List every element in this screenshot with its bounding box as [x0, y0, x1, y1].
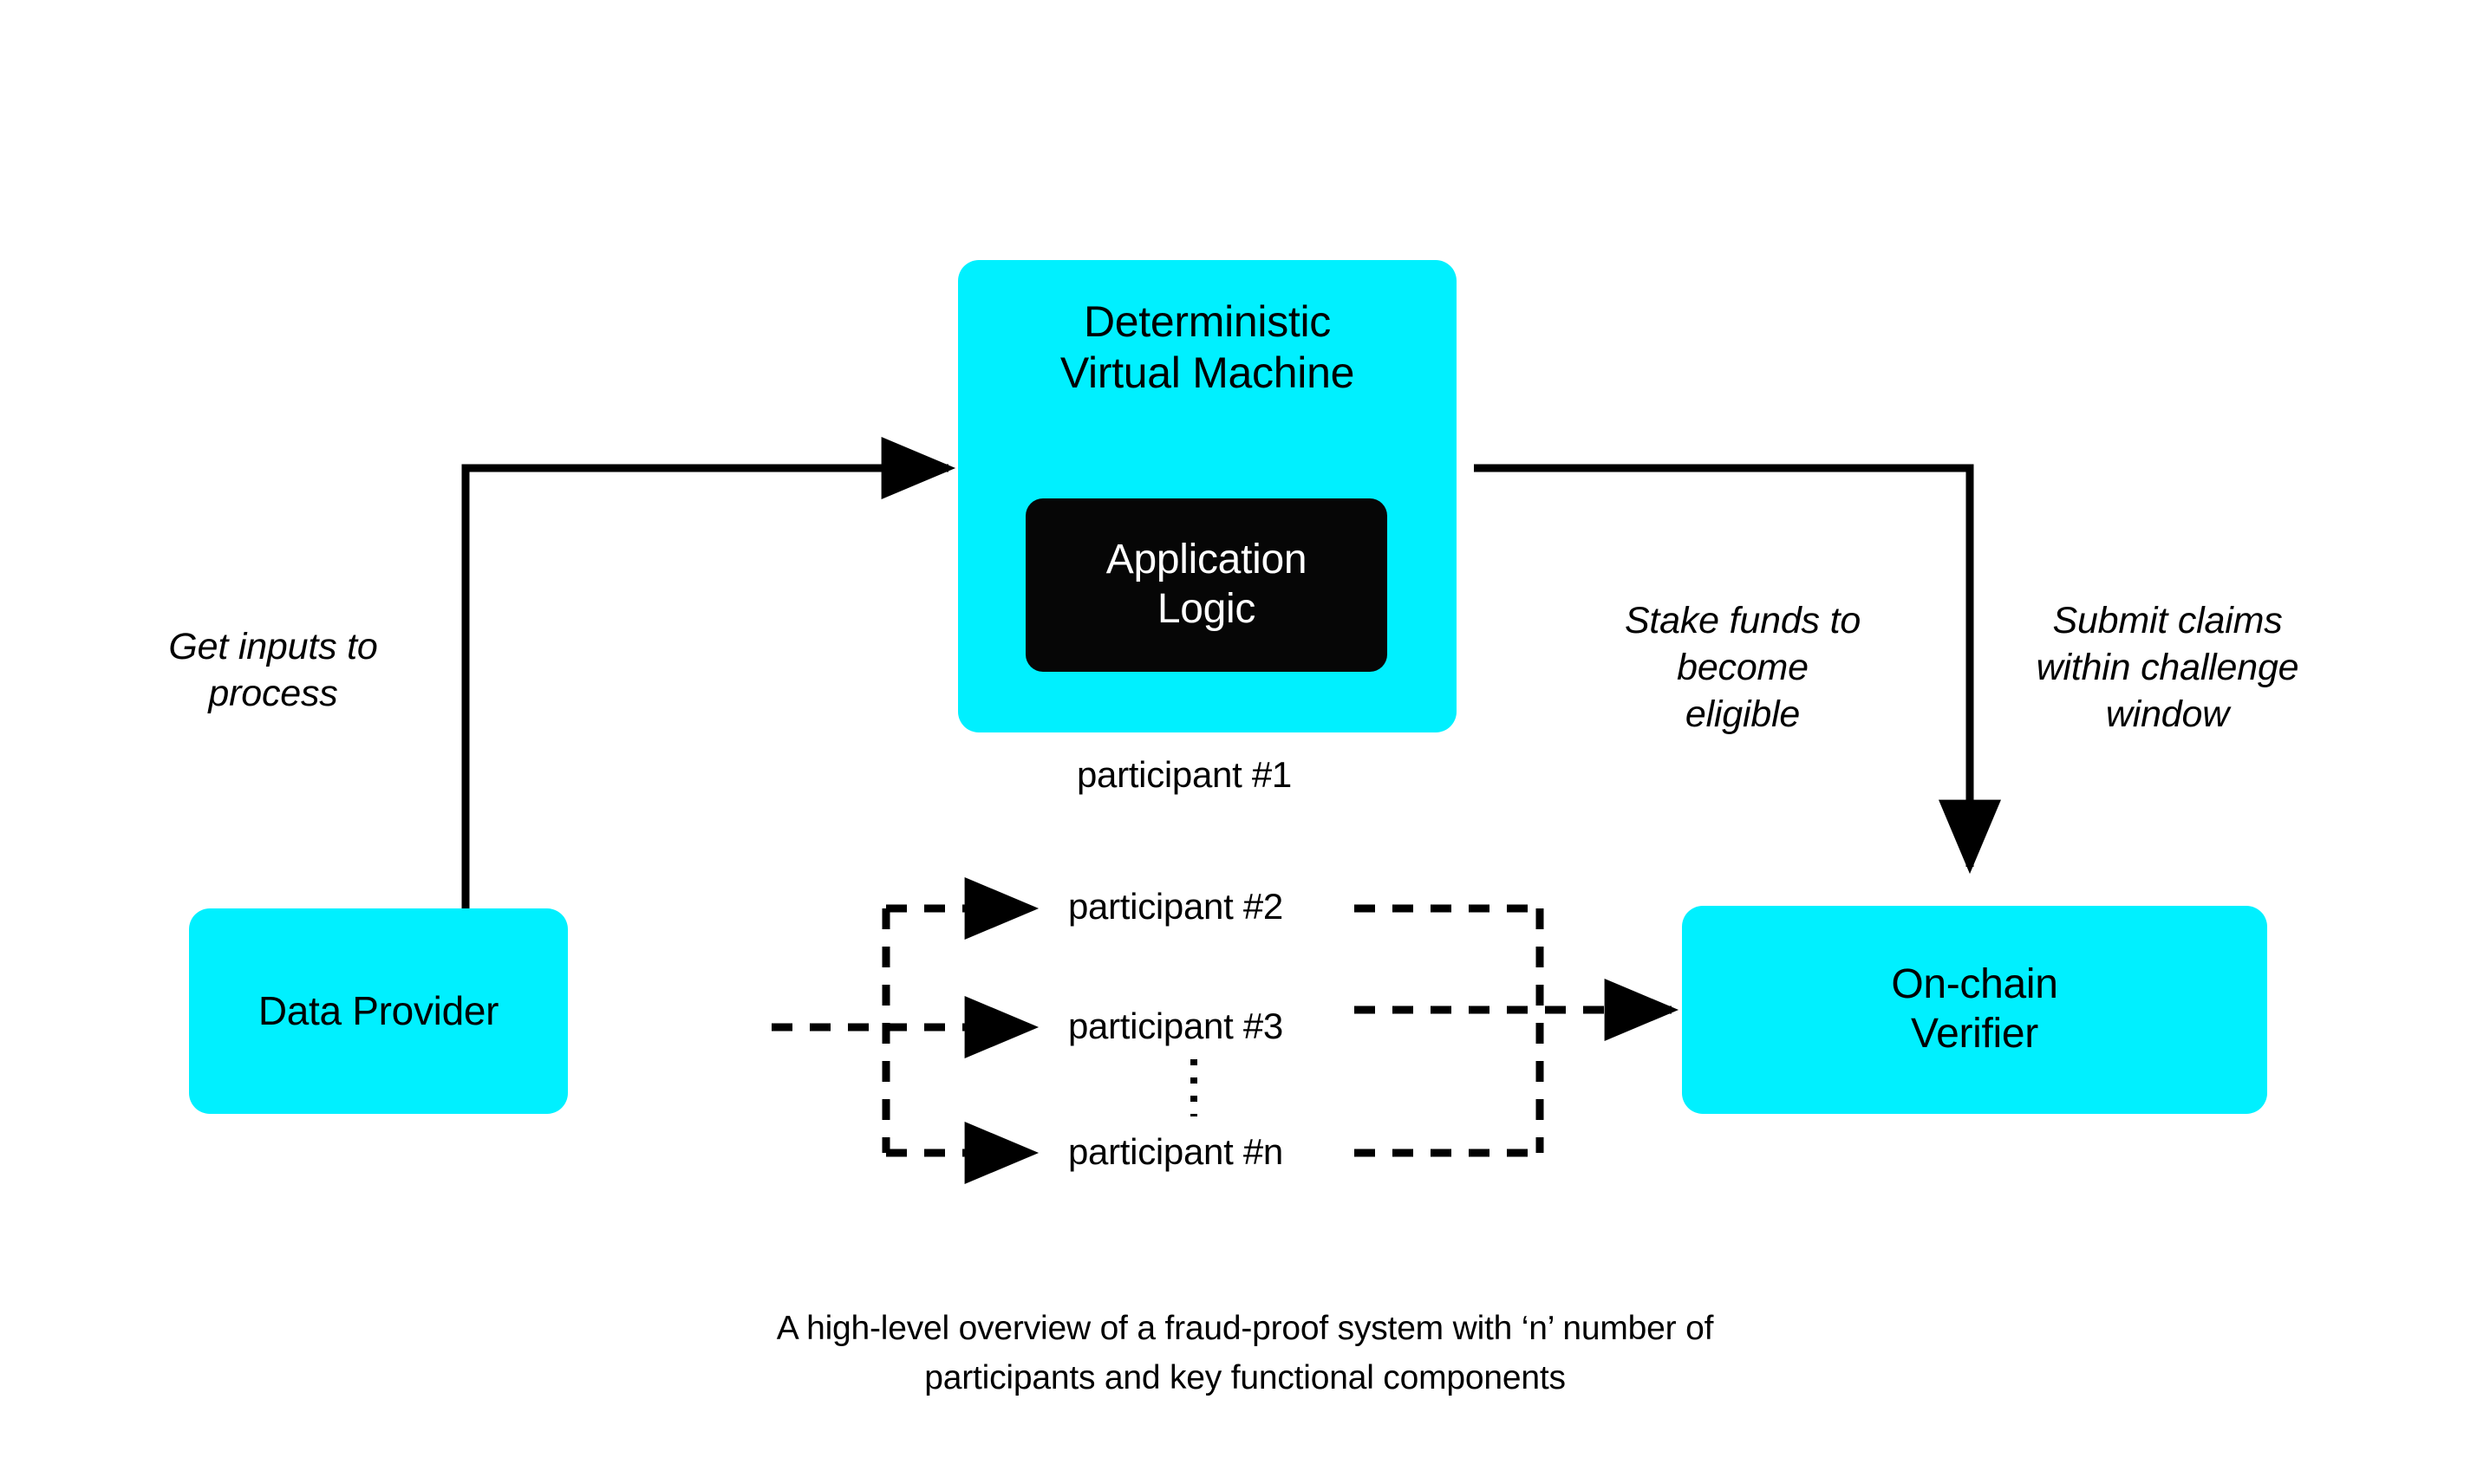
participant-2-label: participant #2	[1068, 886, 1283, 927]
participant-3-label: participant #3	[1068, 1006, 1283, 1046]
submit-claims-line2: within challenge	[2036, 646, 2299, 688]
caption-line2: participants and key functional componen…	[924, 1358, 1566, 1396]
onchain-verifier-label: On-chain Verifier	[1891, 960, 2058, 1058]
participant-1-label: participant #1	[1077, 754, 1292, 795]
edge-label-get-inputs: Get inputs to process	[130, 624, 416, 718]
dvm-label-line1: Deterministic	[1083, 297, 1332, 346]
dvm-label: Deterministic Virtual Machine	[1059, 296, 1355, 399]
data-provider-label: Data Provider	[257, 988, 499, 1034]
application-logic-line1: Application	[1105, 537, 1307, 583]
application-logic-label: Application Logic	[1106, 536, 1307, 634]
get-inputs-line1: Get inputs to	[168, 626, 378, 667]
submit-claims-line1: Submit claims	[2052, 600, 2283, 641]
get-inputs-line2: process	[208, 672, 338, 714]
caption-line1: A high-level overview of a fraud-proof s…	[776, 1310, 1714, 1347]
stake-funds-line1: Stake funds to	[1624, 600, 1861, 641]
diagram-caption: A high-level overview of a fraud-proof s…	[638, 1305, 1852, 1403]
stake-funds-line3: eligible	[1685, 693, 1801, 735]
application-logic-line2: Logic	[1157, 586, 1256, 632]
stake-funds-line2: become	[1677, 646, 1809, 688]
onchain-verifier-node[interactable]: On-chain Verifier	[1682, 906, 2267, 1114]
edge-label-stake-funds: Stake funds to become eligible	[1595, 598, 1890, 738]
data-provider-node[interactable]: Data Provider	[189, 908, 568, 1114]
edge-dataprovider-to-dvm	[461, 437, 956, 908]
dvm-label-line2: Virtual Machine	[1059, 348, 1355, 397]
onchain-verifier-line2: Verifier	[1911, 1011, 2038, 1057]
participant-n-label: participant #n	[1068, 1131, 1283, 1172]
application-logic-node[interactable]: Application Logic	[1026, 498, 1387, 672]
onchain-verifier-line1: On-chain	[1891, 961, 2058, 1008]
submit-claims-line3: window	[2105, 693, 2230, 735]
edge-label-submit-claims: Submit claims within challenge window	[1994, 598, 2341, 738]
